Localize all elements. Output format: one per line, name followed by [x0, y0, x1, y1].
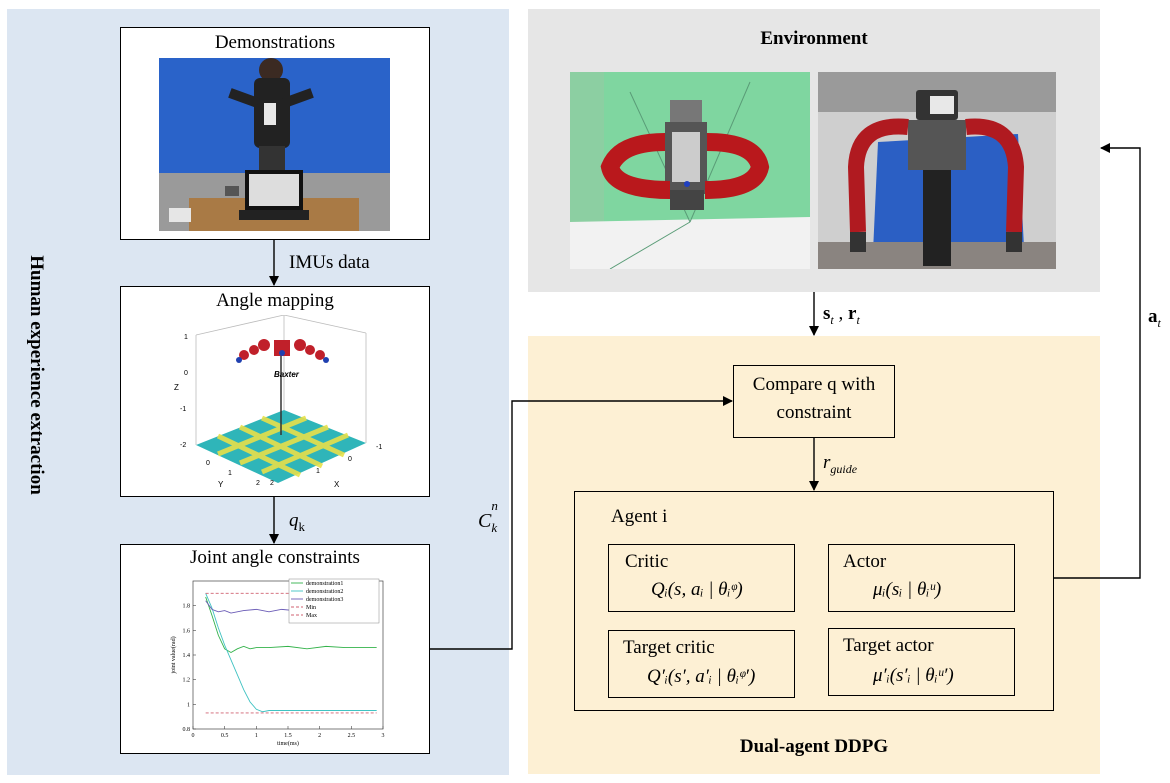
- critic-title: Critic: [625, 551, 669, 572]
- r-guide-label: rguide: [823, 452, 858, 476]
- legend-label: Max: [306, 613, 317, 619]
- y-axis-label: Y: [218, 480, 224, 489]
- x-tick: 0: [348, 456, 352, 463]
- qk-label: qk: [289, 510, 305, 534]
- x-axis-label: X: [334, 480, 340, 489]
- x-tick-label: 2.5: [348, 733, 356, 739]
- x-tick: -1: [376, 444, 382, 451]
- target-actor-title: Target actor: [843, 635, 934, 656]
- x-tick-label: 0.5: [221, 733, 229, 739]
- compare-line-1: Compare q with: [752, 374, 876, 395]
- legend-label: Min: [306, 605, 316, 611]
- y-tick: 1: [228, 470, 232, 477]
- x-tick-label: 2: [318, 733, 321, 739]
- y-tick-label: 0.8: [183, 727, 191, 733]
- legend-label: demonstration3: [306, 597, 343, 603]
- arrow-constraints-to-compare: [430, 396, 733, 650]
- x-tick-label: 0: [192, 733, 195, 739]
- angle-mapping-box: Angle mapping Baxter: [120, 286, 430, 497]
- z-tick: 1: [184, 334, 188, 341]
- y-tick-label: 1.4: [183, 653, 191, 659]
- imus-data-label: IMUs data: [289, 252, 370, 273]
- compare-line-2: constraint: [776, 402, 852, 423]
- angle-mapping-title: Angle mapping: [216, 290, 334, 311]
- y-axis-title: joint value(rad): [170, 636, 177, 674]
- joint-angle-constraints-title: Joint angle constraints: [190, 547, 360, 568]
- critic-formula: Qᵢ(s, aᵢ | θᵢᵠ): [651, 579, 743, 600]
- legend-box: [288, 578, 380, 624]
- demonstrations-box: Demonstrations: [120, 27, 430, 240]
- legend-label: demonstration2: [306, 589, 343, 595]
- actor-formula: μᵢ(sᵢ | θᵢᵘ): [873, 579, 942, 600]
- x-tick-label: 1.5: [284, 733, 292, 739]
- y-tick: 2: [256, 480, 260, 487]
- baxter-label: Baxter: [274, 370, 300, 379]
- x-tick: 1: [316, 468, 320, 475]
- y-tick-label: 1.2: [183, 678, 191, 684]
- arrow-action-to-env: [1054, 143, 1141, 579]
- y-tick-label: 1: [187, 702, 190, 708]
- series-line-demonstration1: [205, 596, 377, 654]
- action-label: at: [1148, 306, 1161, 330]
- joint-angle-chart: 0 0.5 1 1.5 2 2.5 3 0.8 1 1.2 1.4 1.6 1.8 time(ms) joi…: [170, 578, 385, 747]
- z-tick: -2: [180, 442, 186, 449]
- joint-angle-constraints-box: Joint angle constraints 0 0.5 1 1.5 2 2.5 3 0.8…: [120, 544, 430, 754]
- legend-label: demonstration1: [306, 581, 343, 587]
- agent-title: Agent i: [611, 506, 668, 527]
- simulation-screenshot: [570, 72, 810, 269]
- compare-box: Compare q with constraint: [733, 365, 895, 438]
- critic-box: Critic Qᵢ(s, aᵢ | θᵢᵠ): [608, 544, 795, 612]
- demonstration-photo: [159, 58, 390, 231]
- target-critic-formula: Q′ᵢ(s′, a′ᵢ | θᵢᵠ′): [647, 666, 756, 687]
- actor-box: Actor μᵢ(sᵢ | θᵢᵘ): [828, 544, 1015, 612]
- demonstrations-title: Demonstrations: [214, 32, 336, 53]
- environment-title: Environment: [760, 28, 868, 49]
- state-reward-label: st , rt: [823, 303, 860, 327]
- ddpg-title: Dual-agent DDPG: [739, 736, 889, 757]
- target-actor-formula: μ′ᵢ(s′ᵢ | θᵢᵘ′): [873, 665, 954, 686]
- target-critic-title: Target critic: [623, 637, 715, 658]
- target-critic-box: Target critic Q′ᵢ(s′, a′ᵢ | θᵢᵠ′): [608, 630, 795, 698]
- real-robot-photo: [818, 72, 1056, 269]
- agent-box: Agent i: [574, 491, 1054, 711]
- actor-title: Actor: [843, 551, 887, 572]
- z-axis-label: Z: [174, 383, 179, 392]
- target-actor-box: Target actor μ′ᵢ(s′ᵢ | θᵢᵘ′): [828, 628, 1015, 696]
- x-tick-label: 3: [382, 733, 385, 739]
- x-tick: 2: [270, 480, 274, 487]
- y-tick-label: 1.6: [183, 628, 191, 634]
- y-tick: 0: [206, 460, 210, 467]
- z-tick: -1: [180, 406, 186, 413]
- y-tick-label: 1.8: [183, 604, 191, 610]
- z-tick: 0: [184, 370, 188, 377]
- x-axis-title: time(ms): [277, 740, 299, 747]
- x-tick-label: 1: [255, 733, 258, 739]
- series-line-demonstration2: [205, 593, 377, 713]
- angle-mapping-plot: Baxter Z Y X 1 0 -1 -2 0 1 2 2 1 0 -1: [166, 315, 404, 493]
